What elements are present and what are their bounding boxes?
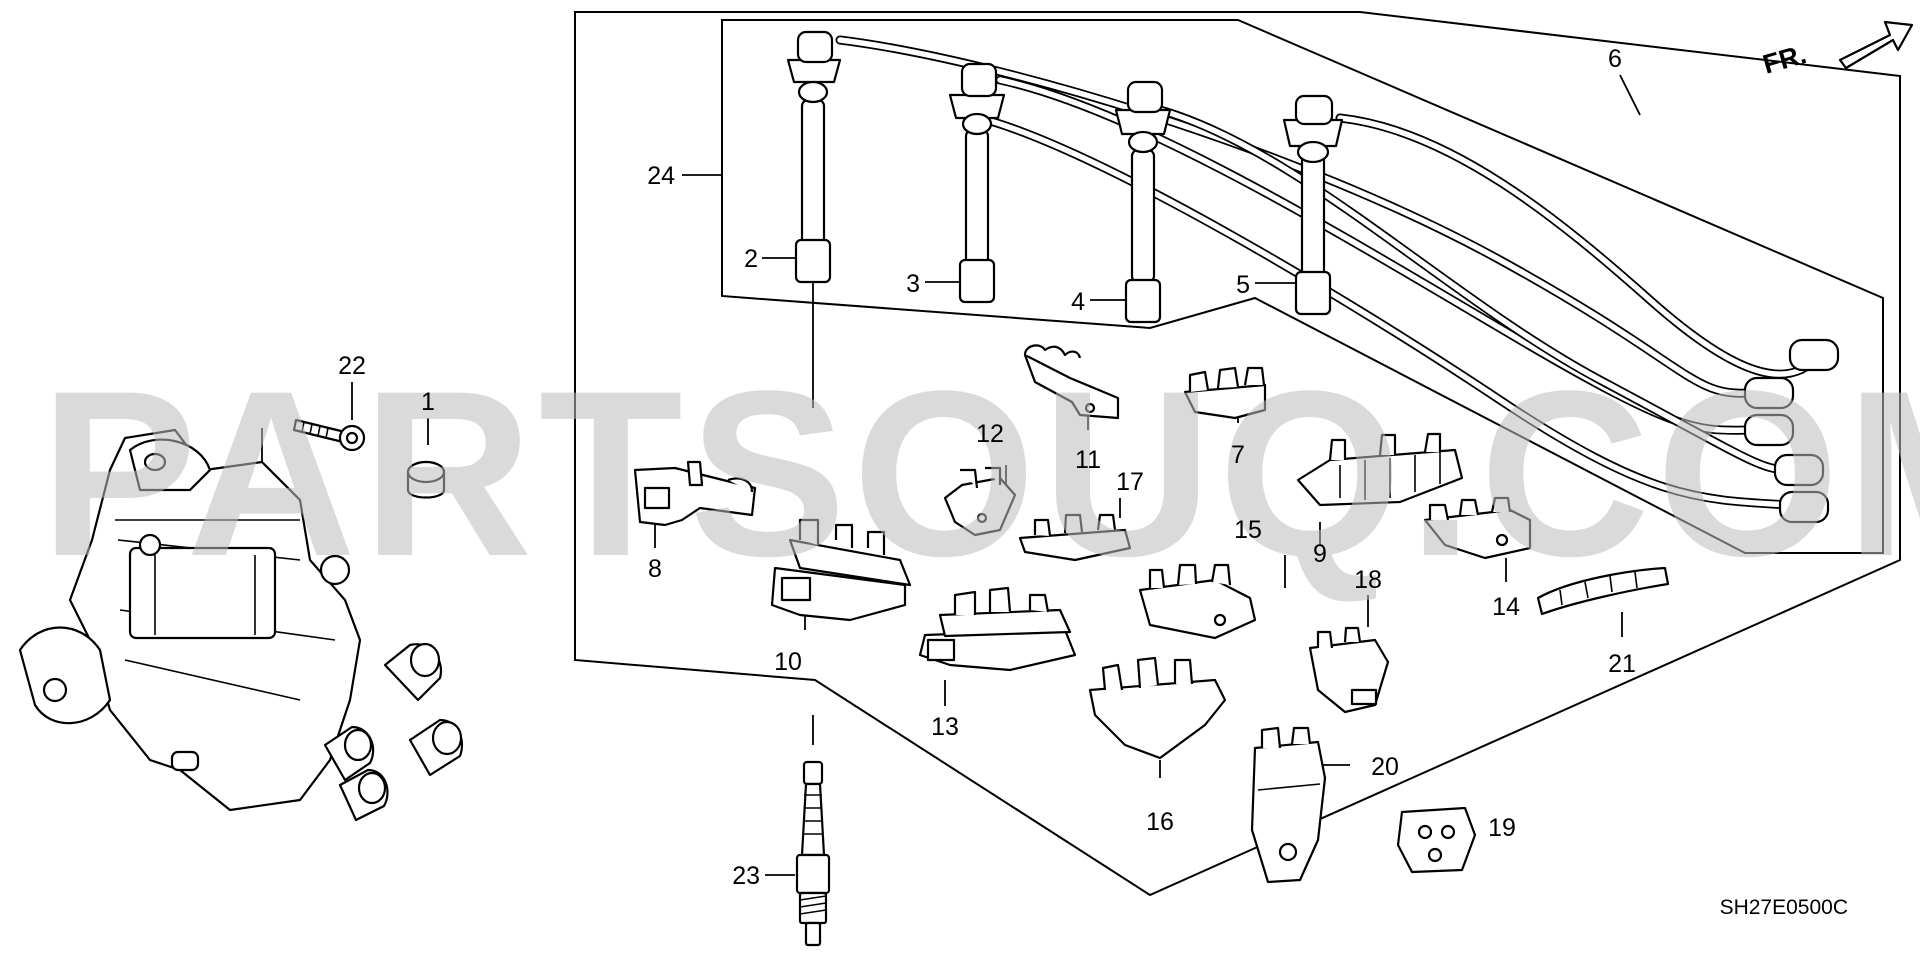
plug-wire-no4	[1282, 94, 1344, 316]
callout-13: 13	[931, 713, 959, 741]
clamp-part-8	[633, 460, 757, 527]
clamp-part-19	[1396, 806, 1477, 874]
wire-set-frame	[721, 19, 1884, 554]
callout-9: 9	[1313, 540, 1327, 568]
callout-7: 7	[1231, 441, 1245, 469]
watermark: PARTSOUQ.COM	[40, 342, 1920, 606]
callout-16: 16	[1146, 808, 1174, 836]
front-direction-label: FR.	[1760, 39, 1810, 80]
callout-11: 11	[1075, 446, 1101, 474]
clamp-part-12	[943, 466, 1017, 537]
assembly-frame	[574, 11, 1901, 897]
clamp-part-17	[1018, 513, 1132, 562]
callout-12: 12	[976, 420, 1004, 448]
callout-labels: 1 2 3 4 5 6 7 8 9 10 11 12 13 14 15 16 1…	[338, 45, 1636, 890]
plug-wire-no3	[1114, 80, 1172, 324]
callout-23: 23	[732, 862, 760, 890]
clamp-part-16	[1088, 656, 1227, 760]
callout-4: 4	[1071, 288, 1085, 316]
clamp-part-10	[770, 518, 912, 622]
clamp-part-21	[1536, 566, 1670, 616]
clamp-part-14	[1423, 496, 1532, 560]
callout-3: 3	[906, 270, 920, 298]
callout-2: 2	[744, 245, 758, 273]
distributor-cap-assembly	[18, 428, 464, 822]
callout-24: 24	[647, 162, 675, 190]
clamp-part-7	[1183, 366, 1267, 420]
callout-21: 21	[1608, 650, 1636, 678]
callout-19: 19	[1488, 814, 1516, 842]
callout-18: 18	[1354, 566, 1382, 594]
diagram-code: SH27E0500C	[1720, 896, 1848, 919]
clamp-part-15	[1138, 563, 1257, 640]
plug-wire-no2	[948, 62, 1006, 304]
spark-plug-part-23	[795, 760, 831, 947]
distributor-boots	[1743, 338, 1840, 524]
callout-22: 22	[338, 352, 366, 380]
callout-15: 15	[1234, 516, 1262, 544]
callout-17: 17	[1116, 468, 1144, 496]
callout-6: 6	[1608, 45, 1622, 73]
callout-14: 14	[1492, 593, 1520, 621]
clamp-part-18	[1308, 626, 1390, 714]
callout-1: 1	[421, 388, 435, 416]
bolt-part-22	[292, 418, 366, 452]
plug-wire-no1	[786, 30, 842, 284]
front-direction-arrow	[1838, 20, 1914, 70]
callout-20: 20	[1371, 753, 1399, 781]
clamp-part-9	[1296, 432, 1464, 507]
callout-5: 5	[1236, 271, 1250, 299]
ignition-wire-set	[786, 30, 1840, 524]
seal-part-1	[406, 460, 446, 499]
clamp-part-11	[1023, 344, 1120, 420]
clamp-part-13	[918, 586, 1077, 672]
callout-8: 8	[648, 555, 662, 583]
clamp-part-20	[1250, 726, 1327, 884]
callout-10: 10	[774, 648, 802, 676]
